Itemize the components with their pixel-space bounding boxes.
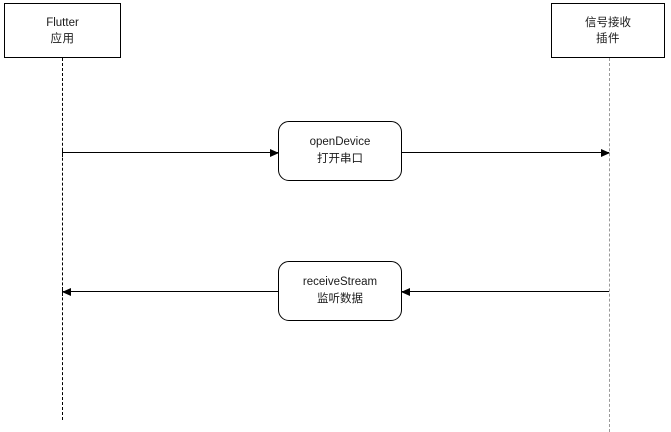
lifeline-flutter-app (62, 58, 63, 420)
arrow-receive-stream-deliver (62, 287, 278, 296)
lifeline-signal-receive-plugin (609, 58, 610, 432)
participant-box-flutter-app[interactable]: Flutter 应用 (4, 3, 121, 58)
message-box-receive-stream[interactable]: receiveStream 监听数据 (278, 261, 402, 321)
participant-label-line1: 信号接收 (585, 16, 631, 29)
message-label-line2: 监听数据 (317, 293, 363, 305)
participant-box-signal-receive-plugin[interactable]: 信号接收 插件 (551, 3, 665, 58)
arrowhead-left-icon (401, 287, 410, 296)
arrow-open-device-forward (402, 148, 610, 157)
message-label-line2: 打开串口 (317, 153, 363, 165)
message-box-open-device[interactable]: openDevice 打开串口 (278, 121, 402, 181)
participant-label-line2: 应用 (50, 32, 75, 45)
arrowhead-left-icon (62, 287, 71, 296)
activation-tick-open-device (62, 148, 63, 157)
message-label-line1: openDevice (309, 136, 371, 148)
arrow-receive-stream-source (401, 287, 609, 296)
arrowhead-right-icon (601, 148, 610, 157)
arrow-open-device-request (63, 148, 279, 157)
participant-label-line1: Flutter (46, 16, 79, 29)
message-label-line1: receiveStream (302, 276, 378, 288)
arrowhead-right-icon (270, 148, 279, 157)
participant-label-line2: 插件 (596, 32, 620, 45)
